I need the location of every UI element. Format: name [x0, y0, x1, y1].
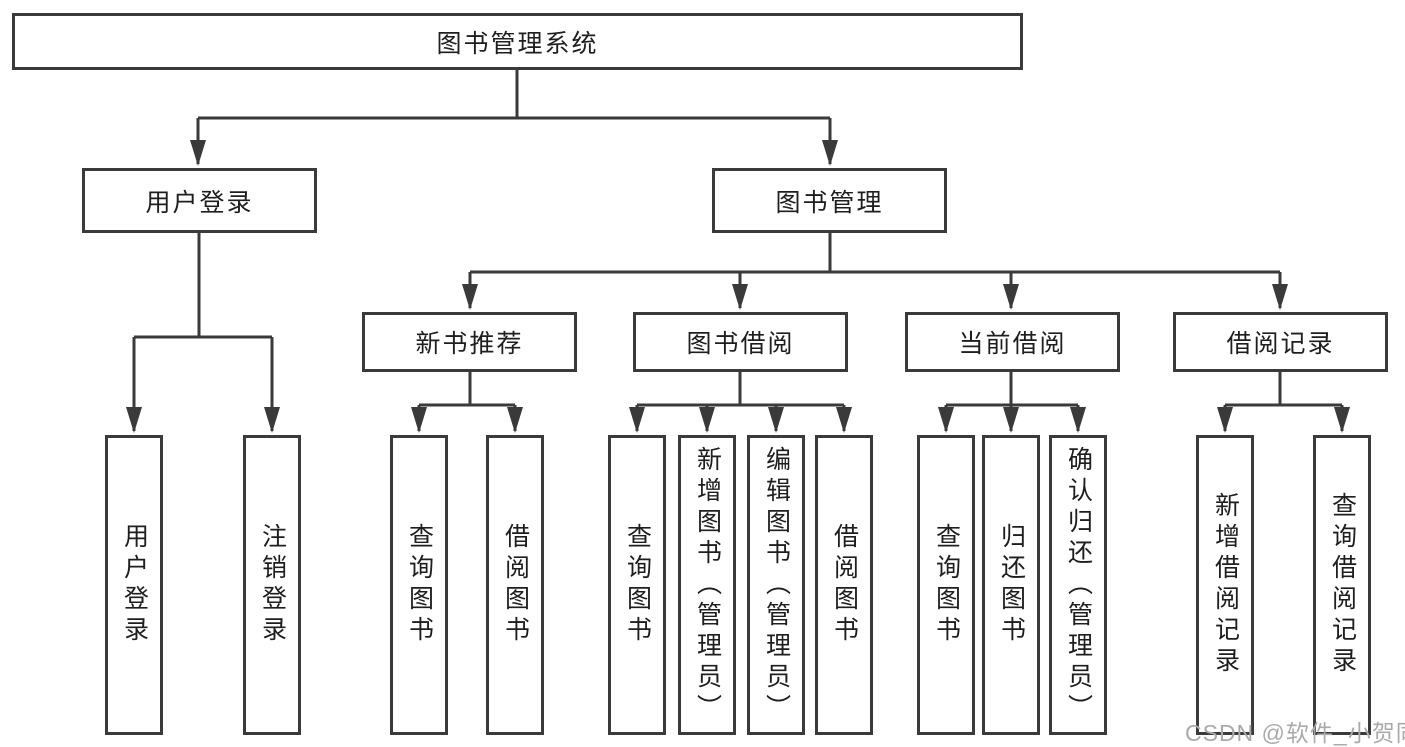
leaf-edit-books-admin: 编辑图书（管理员）: [747, 435, 805, 735]
csdn-watermark: CSDN @软件_小贺同学: [1185, 720, 1405, 746]
node-borrow-records: 借阅记录: [1173, 312, 1388, 372]
leaf-query-books-current: 查询图书: [917, 435, 975, 735]
leaf-add-borrow-record: 新增借阅记录: [1196, 435, 1254, 735]
node-new-book-recommend: 新书推荐: [362, 312, 577, 372]
node-current-borrow: 当前借阅: [905, 312, 1120, 372]
leaf-query-books-recommend: 查询图书: [390, 435, 448, 735]
leaf-query-borrow-record: 查询借阅记录: [1313, 435, 1371, 735]
node-book-borrow: 图书借阅: [633, 312, 848, 372]
node-book-management-branch: 图书管理: [712, 168, 947, 233]
leaf-borrow-books-recommend: 借阅图书: [486, 435, 544, 735]
leaf-return-books: 归还图书: [982, 435, 1040, 735]
leaf-confirm-return-admin: 确认归还（管理员）: [1049, 435, 1107, 735]
leaf-logout: 注销登录: [243, 435, 301, 735]
node-user-login-branch: 用户登录: [82, 168, 317, 233]
leaf-borrow-books: 借阅图书: [815, 435, 873, 735]
leaf-user-login: 用户登录: [105, 435, 163, 735]
node-library-management-system: 图书管理系统: [12, 13, 1023, 70]
leaf-query-books-borrow: 查询图书: [608, 435, 666, 735]
leaf-add-books-admin: 新增图书（管理员）: [678, 435, 736, 735]
